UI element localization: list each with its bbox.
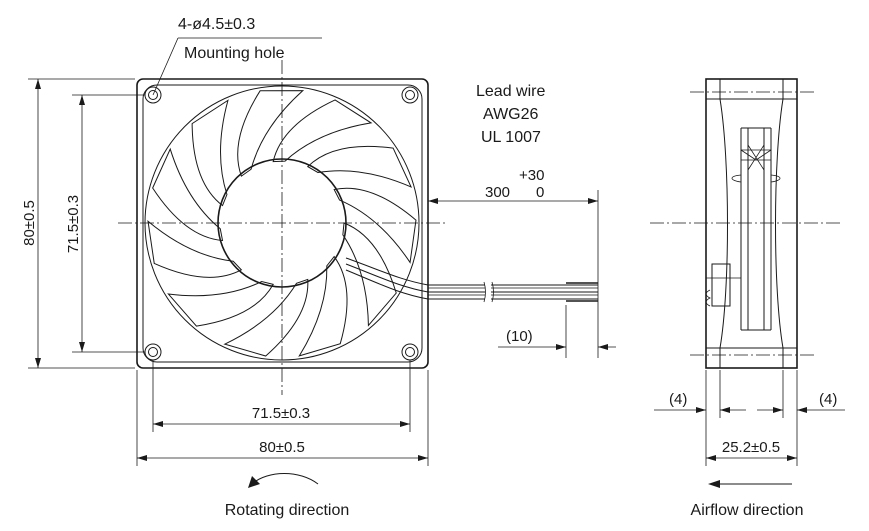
lead-length-value: 300 (485, 184, 510, 201)
width-inner-value: 71.5±0.3 (252, 405, 310, 422)
rotating-direction-label: Rotating direction (225, 502, 350, 519)
height-outer-value: 80±0.5 (21, 200, 38, 246)
height-inner-value: 71.5±0.3 (65, 195, 82, 253)
fan-blade (342, 222, 397, 327)
mounting-hole-callout: 4-ø4.5±0.3 Mounting hole (152, 16, 322, 96)
wire-path-2 (345, 263, 429, 293)
side-gap-right-value: (4) (819, 391, 837, 408)
strip-length-dimension: (10) (498, 305, 616, 358)
mounting-hole-label: Mounting hole (184, 45, 285, 62)
lead-length-tol-lower: 0 (536, 184, 544, 201)
mounting-holes (144, 86, 419, 361)
width-outer-value: 80±0.5 (259, 439, 305, 456)
front-view (118, 60, 445, 395)
fan-frame-outer (136, 78, 429, 369)
fan-blade (191, 99, 229, 207)
fan-blade (298, 255, 348, 357)
fan-blade (152, 147, 224, 242)
lead-wire-label: Lead wire (476, 83, 545, 100)
lead-wire-gauge: AWG26 (483, 106, 539, 123)
wire-path-1 (345, 257, 429, 286)
depth-value: 25.2±0.5 (722, 439, 780, 456)
fan-blade (333, 187, 417, 264)
fan-frame-inner (142, 84, 423, 363)
wire-exit-block (711, 263, 731, 307)
side-gap-left-value: (4) (669, 391, 687, 408)
side-view (650, 78, 842, 369)
side-dimensions: (4) (4) 25.2±0.5 (654, 370, 845, 466)
wire-path-3 (345, 269, 429, 300)
lead-wire-standard: UL 1007 (481, 129, 541, 146)
rotating-direction: Rotating direction (225, 473, 350, 519)
fan-blades (147, 90, 417, 357)
strip-length-value: (10) (506, 328, 533, 345)
side-frame-outline (705, 78, 798, 369)
airflow-direction-label: Airflow direction (691, 502, 804, 519)
lead-length-tol-upper: +30 (519, 167, 544, 184)
height-dimensions: 80±0.5 71.5±0.3 (21, 78, 145, 369)
fan-blade (147, 220, 243, 278)
airflow-direction: Airflow direction (691, 480, 804, 519)
lead-length-dimension: +30 300 0 (428, 167, 599, 358)
rotation-arrow-icon (251, 473, 319, 485)
lead-wire-spec: Lead wire AWG26 UL 1007 (476, 83, 545, 146)
fan-blade (167, 281, 274, 327)
mounting-hole-dimension: 4-ø4.5±0.3 (178, 16, 255, 33)
fan-blade (306, 145, 413, 188)
fan-blade (223, 278, 309, 357)
lead-wires (428, 281, 598, 303)
fan-blade (272, 99, 373, 163)
width-dimensions: 71.5±0.3 80±0.5 (136, 360, 429, 466)
fan-blade (237, 90, 305, 177)
